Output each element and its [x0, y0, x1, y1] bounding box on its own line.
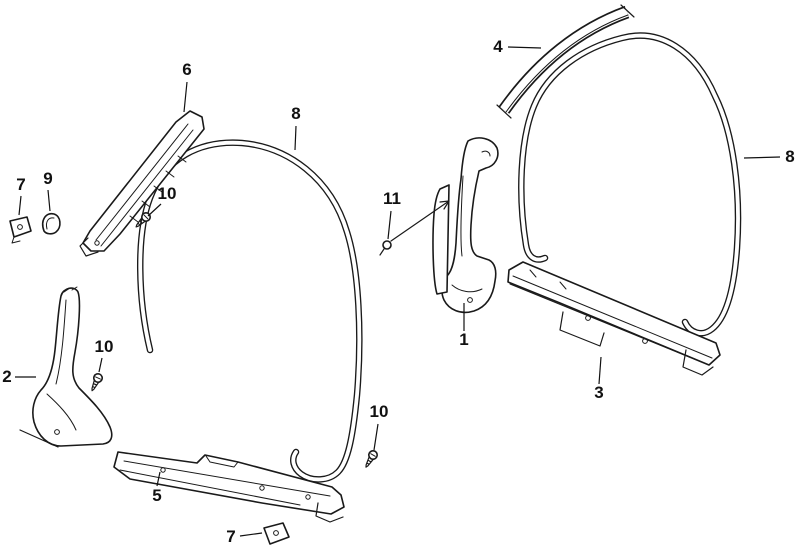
- part-clip-bottom: [263, 522, 290, 545]
- leader-line-6: [183, 81, 188, 113]
- callout-label-4: 4: [493, 37, 503, 56]
- leader-line-4: [507, 46, 542, 49]
- callout-label-2: 2: [2, 367, 11, 386]
- screw-upper: [135, 212, 151, 228]
- leader-line-7-bottom: [239, 532, 263, 537]
- part-fastener-pin: [379, 240, 392, 256]
- part-clip-upper-left: [9, 216, 32, 244]
- callout-label-10-right: 10: [370, 402, 389, 421]
- callout-label-7-upper-left: 7: [16, 175, 25, 194]
- part-front-pillar-garnish-upper: [79, 110, 205, 257]
- callout-label-8-right: 8: [785, 147, 794, 166]
- callout-label-7-bottom: 7: [226, 527, 235, 546]
- leader-line-10-right: [373, 423, 379, 451]
- leader-line-11: [387, 210, 392, 240]
- part-door-opening-trim-left: [137, 139, 363, 483]
- screw-middle: [91, 373, 103, 392]
- part-side-sill-garnish-left: [113, 451, 345, 523]
- leader-line-7-upper-left: [18, 195, 22, 216]
- leader-line-3: [598, 356, 602, 385]
- callout-label-9: 9: [43, 169, 52, 188]
- leader-line-10-upper: [147, 203, 162, 217]
- leader-line-8-right: [743, 156, 781, 159]
- part-side-sill-garnish-right: [507, 261, 721, 376]
- leader-line-8-left: [294, 125, 297, 151]
- part-cap-9: [41, 212, 61, 235]
- callout-label-10-upper: 10: [158, 184, 177, 203]
- fastener-pointer-arrowhead: [439, 200, 450, 210]
- part-center-pillar-garnish: [432, 137, 499, 314]
- fastener-pointer-line: [390, 200, 450, 242]
- callout-label-11: 11: [383, 189, 401, 208]
- callout-label-1: 1: [459, 330, 468, 349]
- callout-label-8-left: 8: [291, 104, 300, 123]
- callout-label-6: 6: [182, 60, 191, 79]
- leader-line-10-middle: [98, 357, 103, 373]
- screw-right: [365, 450, 378, 468]
- callout-label-5: 5: [152, 486, 161, 505]
- callout-label-10-middle: 10: [95, 337, 114, 356]
- part-front-pillar-garnish-lower: [19, 286, 113, 448]
- leader-line-5: [156, 471, 161, 487]
- callout-label-3: 3: [594, 383, 603, 402]
- part-roof-side-rail: [496, 4, 635, 119]
- leader-line-9: [47, 189, 51, 212]
- part-door-opening-trim-right: [518, 32, 742, 337]
